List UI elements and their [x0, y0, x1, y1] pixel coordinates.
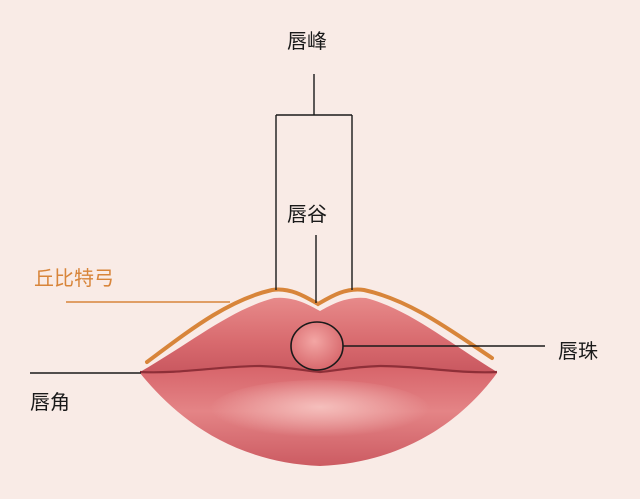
label-lip-peak: 唇峰	[287, 29, 327, 53]
label-lip-bead: 唇珠	[558, 339, 598, 363]
cupid-bow-line	[145, 287, 494, 364]
lip-bead	[290, 321, 344, 371]
label-lip-valley: 唇谷	[287, 202, 327, 226]
lower-lip-highlight	[210, 380, 430, 440]
mouth-line	[139, 364, 498, 374]
label-cupid-bow: 丘比特弓	[34, 266, 114, 290]
label-lip-corner: 唇角	[30, 390, 70, 414]
